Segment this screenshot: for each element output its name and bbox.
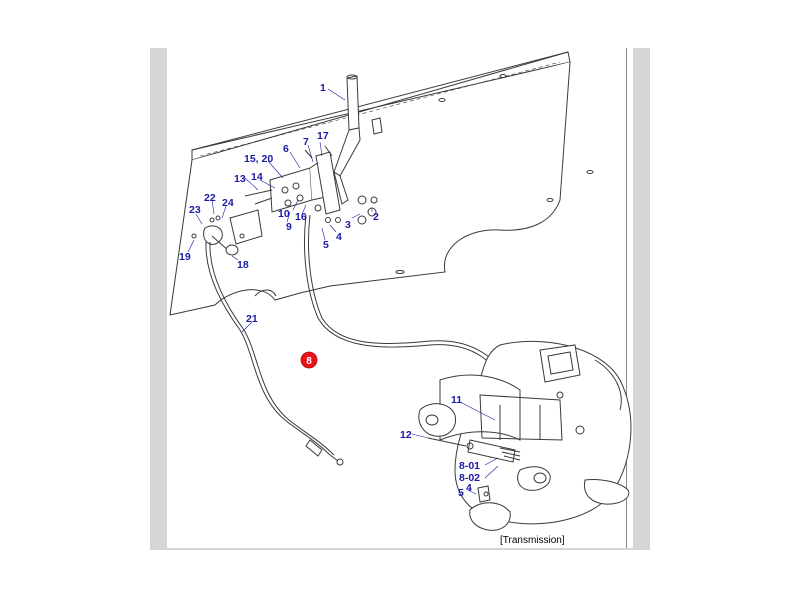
callout-17[interactable]: 17 — [317, 130, 329, 142]
callout-15-20[interactable]: 15, 20 — [244, 153, 273, 165]
callout-1[interactable]: 1 — [320, 82, 326, 94]
callout-8: 8 — [306, 356, 312, 367]
callout-8-02[interactable]: 8-02 — [459, 472, 480, 484]
callout-8-01[interactable]: 8-01 — [459, 460, 480, 472]
callout-23[interactable]: 23 — [189, 204, 201, 216]
callout-19[interactable]: 19 — [179, 251, 191, 263]
callout-5-transmission[interactable]: 5 — [458, 487, 464, 499]
cable-end-8 — [427, 437, 521, 503]
callout-13[interactable]: 13 — [234, 173, 246, 185]
callout-12[interactable]: 12 — [400, 429, 412, 441]
callout-4-transmission[interactable]: 4 — [466, 482, 472, 494]
callout-18[interactable]: 18 — [237, 259, 249, 271]
cable-bracket — [191, 209, 263, 256]
callout-2[interactable]: 2 — [373, 211, 379, 223]
callout-6[interactable]: 6 — [283, 143, 289, 155]
callout-24[interactable]: 24 — [222, 197, 234, 209]
transmission — [418, 340, 632, 531]
leader-lines — [187, 88, 499, 495]
callout-9[interactable]: 9 — [286, 221, 292, 233]
shift-lever — [333, 74, 361, 205]
viewer-frame-bottom — [150, 548, 650, 550]
callout-16[interactable]: 16 — [295, 211, 307, 223]
callout-10[interactable]: 10 — [278, 208, 290, 220]
viewer-frame-left — [150, 48, 167, 550]
callout-5[interactable]: 5 — [323, 239, 329, 251]
callout-22[interactable]: 22 — [204, 192, 216, 204]
diagram-caption: [Transmission] — [500, 535, 565, 546]
highlighted-callout-8[interactable]: 8 — [300, 351, 318, 369]
viewer-frame-divider — [626, 48, 627, 548]
bracket-assembly — [244, 145, 378, 225]
callout-21[interactable]: 21 — [246, 313, 258, 325]
callout-11[interactable]: 11 — [451, 394, 462, 406]
callout-3[interactable]: 3 — [345, 219, 351, 231]
viewer-frame-right — [633, 48, 650, 550]
callout-4[interactable]: 4 — [336, 231, 342, 243]
cable-21 — [205, 241, 344, 466]
highlight-marker — [300, 351, 318, 369]
cab-panel — [169, 51, 594, 316]
callout-labels: 1 2 3 4 5 6 7 17 15, 20 13 14 10 16 9 22… — [179, 82, 480, 499]
callout-14[interactable]: 14 — [251, 171, 263, 183]
callout-7[interactable]: 7 — [303, 136, 309, 148]
